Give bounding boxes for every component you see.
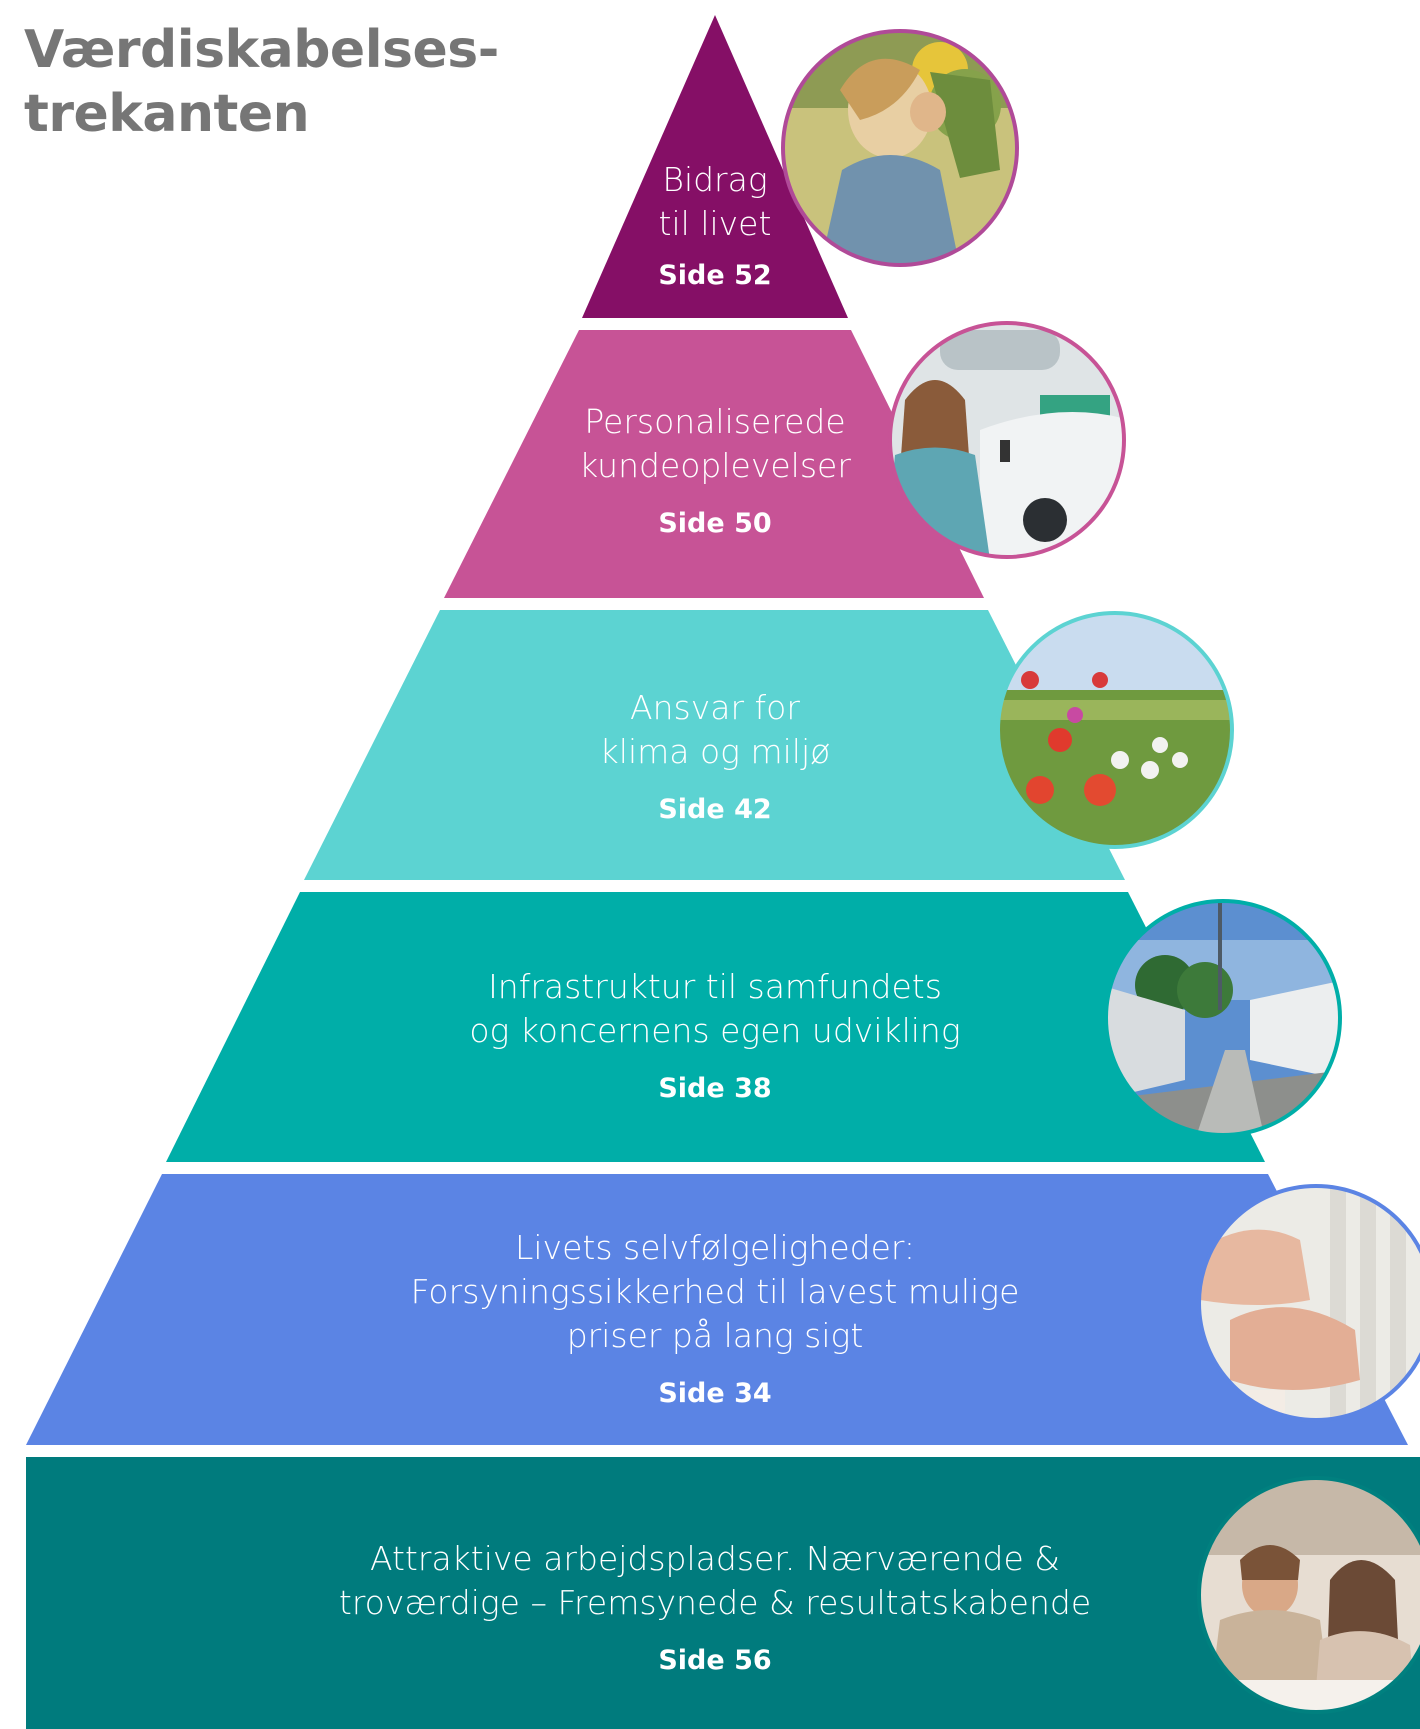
tier-label-line: Livets selvfølgeligheder: [515,1228,915,1267]
tier-label-line: Bidrag [662,160,768,199]
tier-infrastruktur-shape [166,892,1265,1162]
page-ref-link[interactable]: Side 42 [658,793,772,825]
photo-wildflower-meadow [996,611,1234,849]
tier-label-line: og koncernens egen udvikling [469,1010,961,1050]
tier-label-line: Infrastruktur til samfundets [488,967,942,1006]
tier-attraktive-shape [26,1457,1420,1729]
tier-bidrag-text: Bidrag til livet Side 52 [658,158,771,294]
tier-label-line: troværdige – Fremsynede & resultatskaben… [338,1582,1092,1622]
tier-label-line: priser på lang sigt [566,1315,864,1355]
tier-label-line: til livet [658,203,772,243]
page-title: Værdiskabelses- trekanten [24,18,499,147]
tier-label-line: Ansvar for [630,688,800,727]
photo-baby-hands-radiator [1197,1184,1420,1422]
photo-colleagues-table [1197,1476,1420,1714]
tier-livets-shape [26,1174,1408,1445]
tier-label-line: Attraktive arbejdspladser. Nærværende & [370,1539,1060,1578]
page-ref-link[interactable]: Side 38 [658,1072,772,1104]
tier-personaliserede-text: Personaliserede kundeoplevelser Side 50 [579,400,851,542]
tier-ansvar-text: Ansvar for klima og miljø Side 42 [600,686,831,828]
tier-attraktive-text: Attraktive arbejdspladser. Nærværende & … [339,1537,1091,1679]
tier-label-line: Personaliserede [584,402,846,441]
tier-livets-text: Livets selvfølgeligheder: Forsyningssikk… [411,1226,1020,1412]
tier-label-line: klima og miljø [599,731,831,771]
title-line-1: Værdiskabelses- [24,20,499,80]
tier-label-line: Forsyningssikkerhed til lavest mulige [410,1271,1020,1311]
title-line-2: trekanten [24,84,310,145]
tier-bidrag-shape [582,15,848,318]
tier-personaliserede-shape [444,330,984,598]
photo-child-sunflower [781,29,1019,267]
page-ref-link[interactable]: Side 52 [658,259,772,291]
page-ref-link[interactable]: Side 34 [658,1377,772,1409]
page-ref-link[interactable]: Side 50 [658,507,772,539]
tier-infrastruktur-text: Infrastruktur til samfundets og koncerne… [469,965,960,1107]
page-ref-link[interactable]: Side 56 [658,1644,772,1676]
tier-label-line: kundeoplevelser [579,445,851,485]
tier-ansvar-shape [304,610,1125,880]
